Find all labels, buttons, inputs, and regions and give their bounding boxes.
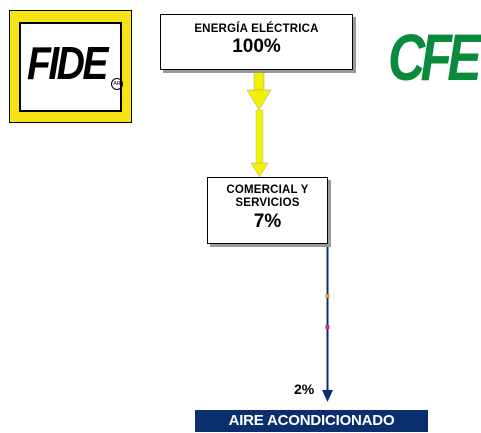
cfe-logo-text: CFE [388, 20, 481, 94]
node-comercial-servicios-label-line1: COMERCIAL Y [226, 184, 309, 196]
node-comercial-servicios: COMERCIAL Y SERVICIOS 7% [207, 177, 328, 244]
fide-logo-text: FIDE [27, 37, 108, 89]
node-energia-electrica-label: ENERGÍA ELÉCTRICA [194, 23, 319, 35]
node-energia-electrica: ENERGÍA ELÉCTRICA 100% [160, 14, 353, 70]
yellow-flow-arrow [246, 69, 272, 178]
fide-logo: FIDE AR [9, 10, 132, 123]
node-comercial-servicios-percent: 7% [253, 211, 282, 232]
node-comercial-servicios-label-line2: SERVICIOS [235, 197, 300, 209]
node-comercial-servicios-label: COMERCIAL Y SERVICIOS [208, 184, 327, 210]
navy-flow-arrow [322, 244, 333, 402]
node-aire-acondicionado-percent: 2% [294, 381, 315, 397]
registered-mark-icon: AR [111, 78, 123, 90]
node-energia-electrica-percent: 100% [232, 36, 281, 57]
cfe-logo: CFE [388, 24, 481, 90]
node-aire-acondicionado: AIRE ACONDICIONADO [195, 410, 428, 432]
fide-logo-inner: FIDE AR [19, 22, 123, 112]
